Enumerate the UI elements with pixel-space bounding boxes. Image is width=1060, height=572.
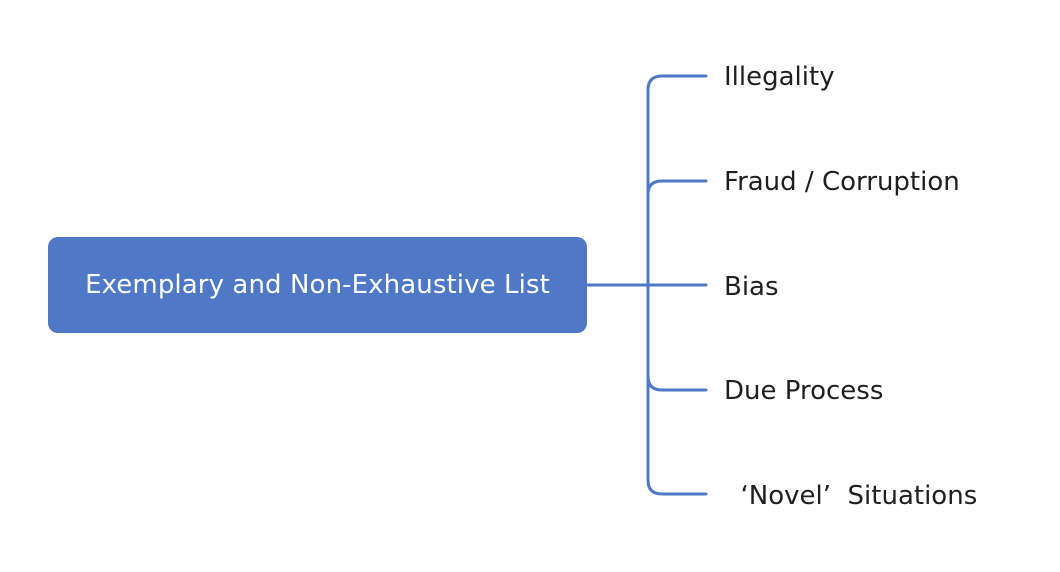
branch-novel-situations[interactable]: ‘Novel’ Situations: [724, 481, 978, 511]
branch-illegality[interactable]: Illegality: [724, 62, 835, 92]
branch-fraud-corruption[interactable]: Fraud / Corruption: [724, 167, 960, 197]
branch-connector-due-process: [646, 374, 708, 392]
branch-connector-fraud: [646, 179, 708, 196]
root-node-label: Exemplary and Non-Exhaustive List: [85, 270, 550, 300]
branch-due-process[interactable]: Due Process: [724, 376, 884, 406]
root-node[interactable]: Exemplary and Non-Exhaustive List: [48, 237, 587, 333]
branch-bias[interactable]: Bias: [724, 272, 779, 302]
